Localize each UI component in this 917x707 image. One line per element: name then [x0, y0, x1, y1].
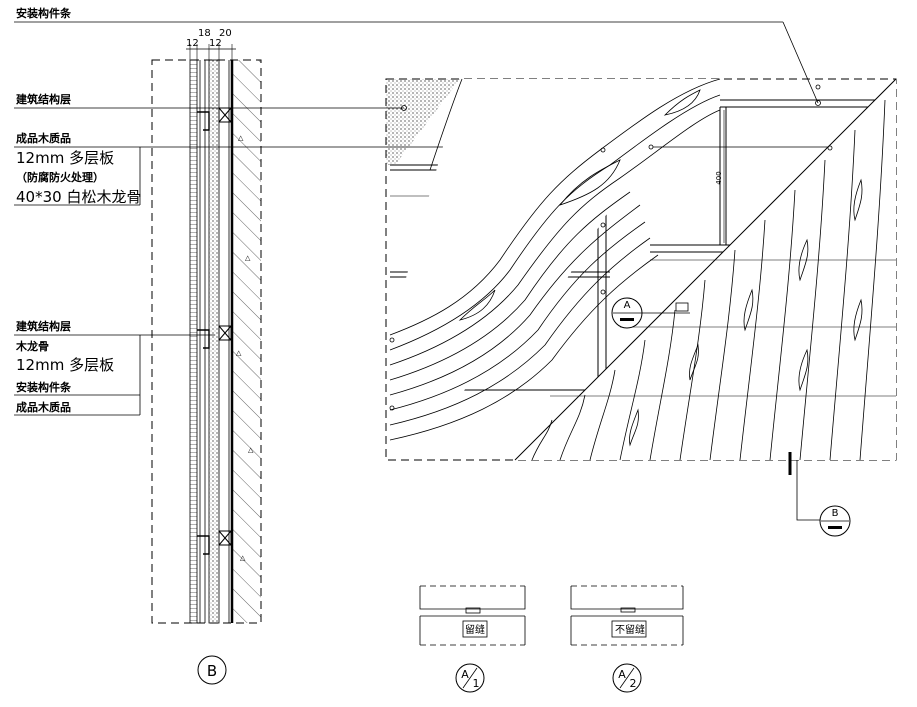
dim-18: 18 [198, 28, 211, 39]
label-plywood-1: 12mm 多层板 [16, 149, 114, 167]
dim-12a: 12 [186, 38, 199, 49]
bubble-a1-top: A [461, 668, 469, 681]
dim-20: 20 [219, 28, 232, 39]
install-clips [197, 111, 210, 555]
label-keel-1: 40*30 白松木龙骨 [16, 188, 141, 206]
callout-a: A [611, 297, 690, 329]
plywood-layer [208, 59, 220, 624]
label-no-gap: 不留缝 [615, 623, 645, 636]
dim-tall: 400 [715, 171, 723, 184]
fastener-dots [389, 84, 833, 411]
label-structure-1: 建筑结构层 [16, 92, 71, 106]
detail-a2: 不留缝 A 2 [570, 585, 684, 693]
dim-12b: 12 [209, 38, 222, 49]
svg-text:B: B [832, 508, 839, 519]
svg-text:△: △ [248, 446, 254, 454]
svg-text:△: △ [236, 349, 242, 357]
elevation: 300 300 400 [385, 78, 897, 537]
label-gap: 留缝 [465, 623, 485, 636]
section-labels: 安装构件条 建筑结构层 成品木质品 12mm 多层板 （防腐防火处理） 40*3… [14, 6, 840, 416]
section-b-bubble: B [197, 655, 227, 685]
top-dimensions: 12 18 12 20 [186, 28, 236, 60]
section-b: △ △ △ △ △ 12 18 12 20 [14, 6, 840, 685]
svg-text:△: △ [245, 254, 251, 262]
label-finish-2: 成品木质品 [16, 400, 71, 414]
vertical-wood-panel [514, 78, 897, 461]
label-install-strip-2: 安装构件条 [16, 380, 72, 394]
bubble-a2-top: A [618, 668, 626, 681]
concrete-corner [386, 79, 460, 165]
finish-wood-layer [189, 59, 198, 624]
wood-grain-band [389, 78, 721, 441]
structure-wall [232, 60, 261, 623]
label-finish-1: 成品木质品 [16, 131, 71, 145]
label-install-strip-top: 安装构件条 [16, 6, 72, 20]
detail-a1: 留缝 A 1 [419, 585, 526, 693]
svg-text:△: △ [240, 554, 246, 562]
label-keel-2: 木龙骨 [15, 339, 49, 353]
callout-b: B [788, 452, 851, 537]
concrete-marks: △ △ △ △ △ [236, 134, 254, 562]
label-structure-2: 建筑结构层 [16, 319, 71, 333]
label-plywood-2: 12mm 多层板 [16, 356, 114, 374]
bubble-a2-bottom: 2 [630, 677, 637, 690]
label-treatment: （防腐防火处理） [16, 170, 104, 184]
svg-text:A: A [624, 300, 631, 311]
bubble-a1-bottom: 1 [473, 677, 480, 690]
svg-text:B: B [207, 662, 217, 680]
svg-text:△: △ [238, 134, 244, 142]
